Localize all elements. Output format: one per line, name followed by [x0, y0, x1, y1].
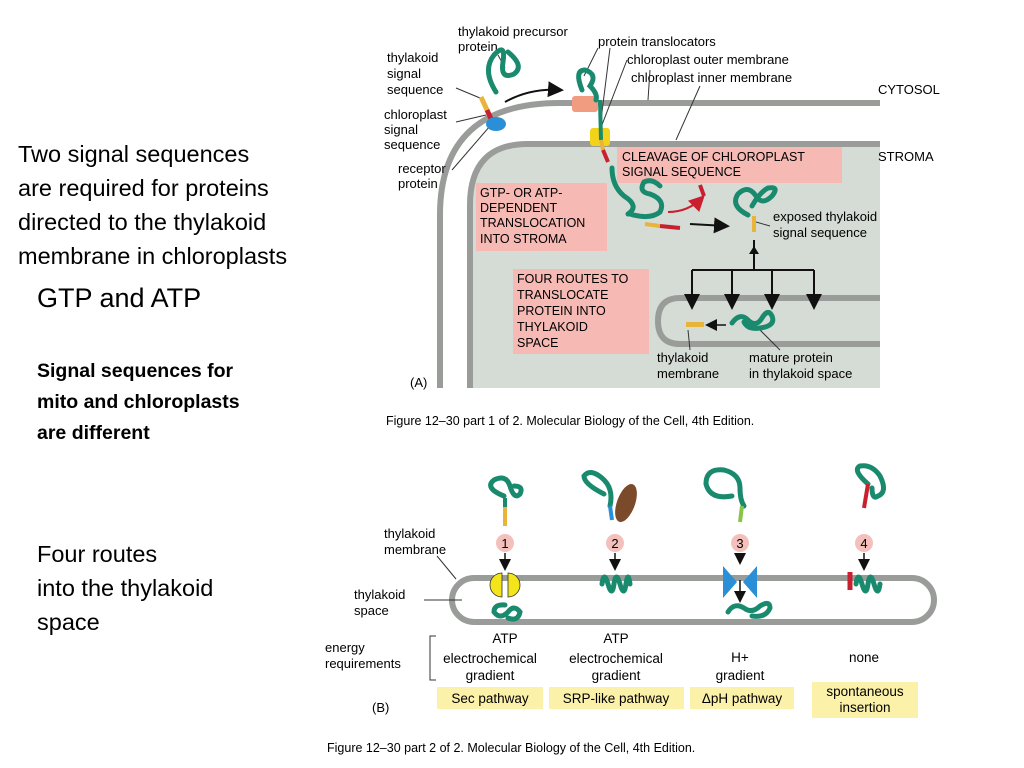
- label-exposed-2: signal sequence: [773, 225, 867, 240]
- label-inner-membrane: chloroplast inner membrane: [631, 70, 792, 85]
- thylakoid-membrane-a: [654, 295, 880, 347]
- slide-bold-note: Signal sequences for mito and chloroplas…: [37, 360, 240, 444]
- figure-b: thylakoid membrane thylakoid space energ…: [325, 463, 937, 755]
- label-receptor-2: protein: [398, 176, 438, 191]
- box-gtp-3: TRANSLOCATION: [480, 216, 585, 230]
- slide-routes-note: Four routes into the thylakoid space: [37, 541, 214, 635]
- route-1-energy-1: ATP: [492, 631, 517, 646]
- slide-title-text: Two signal sequences are required for pr…: [18, 141, 288, 269]
- label-thy-membrane-b-1: thylakoid: [384, 526, 435, 541]
- box-four-4: THYLAKOID: [517, 320, 588, 334]
- label-panel-b: (B): [372, 700, 389, 715]
- label-thy-space-2: space: [354, 603, 389, 618]
- srp-protein: [615, 483, 637, 523]
- box-four-1: FOUR ROUTES TO: [517, 272, 629, 286]
- label-chl-signal-1: chloroplast: [384, 107, 447, 122]
- box-gtp-1: GTP- OR ATP-: [480, 186, 562, 200]
- box-gtp-2: DEPENDENT: [480, 201, 557, 215]
- route-3-energy-1: H+: [731, 650, 749, 665]
- pathway-box-2: [549, 687, 684, 709]
- exposed-protein: [733, 185, 778, 218]
- route-2-energy-1: ATP: [603, 631, 628, 646]
- label-thy-membrane-a-2: membrane: [657, 366, 719, 381]
- label-stroma: STROMA: [878, 149, 934, 164]
- label-energy-2: requirements: [325, 656, 401, 671]
- route-number-2: 2: [611, 536, 618, 551]
- outer-translocator: [572, 96, 598, 112]
- route-2-energy-2: electrochemical: [569, 651, 663, 666]
- route-badge-2: [606, 534, 624, 552]
- route-badge-3: [731, 534, 749, 552]
- mature-protein-a: [729, 310, 776, 331]
- route-4-energy-1: none: [849, 650, 879, 665]
- label-cytosol: CYTOSOL: [878, 82, 940, 97]
- precursor-protein: [486, 47, 521, 95]
- label-chl-signal-3: sequence: [384, 137, 440, 152]
- route-1-pathway: Sec pathway: [451, 691, 529, 706]
- route-number-4: 4: [860, 536, 867, 551]
- route-badge-4: [855, 534, 873, 552]
- caption-b: Figure 12–30 part 2 of 2. Molecular Biol…: [327, 741, 695, 755]
- box-cleavage-2: SIGNAL SEQUENCE: [622, 165, 741, 179]
- label-precursor-1: thylakoid precursor: [458, 24, 568, 39]
- box-four-3: PROTEIN INTO: [517, 304, 606, 318]
- box-four-5: SPACE: [517, 336, 558, 350]
- box-four-2: TRANSLOCATE: [517, 288, 608, 302]
- route-4-pathway-1: spontaneous: [826, 684, 904, 699]
- outer-membrane: [437, 100, 880, 388]
- pathway-box-4: [812, 682, 918, 718]
- pathway-box-3: [690, 687, 794, 709]
- route-4: 4 none spontaneous insertion: [812, 463, 918, 718]
- route-number-1: 1: [501, 536, 508, 551]
- label-panel-a: (A): [410, 375, 427, 390]
- label-energy-1: energy: [325, 640, 365, 655]
- route-3: 3 H+ gradient ΔpH pathway: [690, 467, 794, 709]
- label-translocators: protein translocators: [598, 34, 716, 49]
- tat-translocator: [723, 566, 757, 598]
- label-thy-membrane-a-1: thylakoid: [657, 350, 708, 365]
- box-gtp: [476, 183, 607, 251]
- box-four-routes: [513, 269, 649, 354]
- label-thy-signal-1: thylakoid: [387, 50, 438, 65]
- inner-membrane: [467, 141, 880, 388]
- route-number-3: 3: [736, 536, 743, 551]
- route-3-energy-3: gradient: [716, 668, 765, 683]
- route-1-energy-2: electrochemical: [443, 651, 537, 666]
- route-1-energy-3: gradient: [466, 668, 515, 683]
- slide-subheading: GTP and ATP: [37, 283, 202, 313]
- route-badge-1: [496, 534, 514, 552]
- label-thy-signal-3: sequence: [387, 82, 443, 97]
- label-thy-membrane-b-2: membrane: [384, 542, 446, 557]
- route-4-pathway-2: insertion: [839, 700, 890, 715]
- label-outer-membrane: chloroplast outer membrane: [627, 52, 789, 67]
- label-receptor-1: receptor: [398, 161, 446, 176]
- label-thy-space-1: thylakoid: [354, 587, 405, 602]
- sec-translocator: [489, 572, 521, 598]
- route-1: 1 ATP electrochemical gradient Sec pathw…: [437, 475, 543, 709]
- box-gtp-4: INTO STROMA: [480, 232, 567, 246]
- label-exposed-1: exposed thylakoid: [773, 209, 877, 224]
- label-mature-1: mature protein: [749, 350, 833, 365]
- route-2: 2 ATP electrochemical gradient SRP-like …: [549, 470, 684, 709]
- route-2-energy-3: gradient: [592, 668, 641, 683]
- box-cleavage: [617, 147, 842, 183]
- route-2-pathway: SRP-like pathway: [563, 691, 670, 706]
- label-chl-signal-2: signal: [384, 122, 418, 137]
- label-precursor-2: protein: [458, 39, 498, 54]
- receptor-protein: [486, 117, 506, 131]
- label-mature-2: in thylakoid space: [749, 366, 852, 381]
- caption-a: Figure 12–30 part 1 of 2. Molecular Biol…: [386, 414, 754, 428]
- label-thy-signal-2: signal: [387, 66, 421, 81]
- route-3-pathway: ΔpH pathway: [702, 691, 783, 706]
- figure-a: thylakoid precursor protein protein tran…: [384, 24, 940, 428]
- box-cleavage-1: CLEAVAGE OF CHLOROPLAST: [622, 150, 805, 164]
- pathway-box-1: [437, 687, 543, 709]
